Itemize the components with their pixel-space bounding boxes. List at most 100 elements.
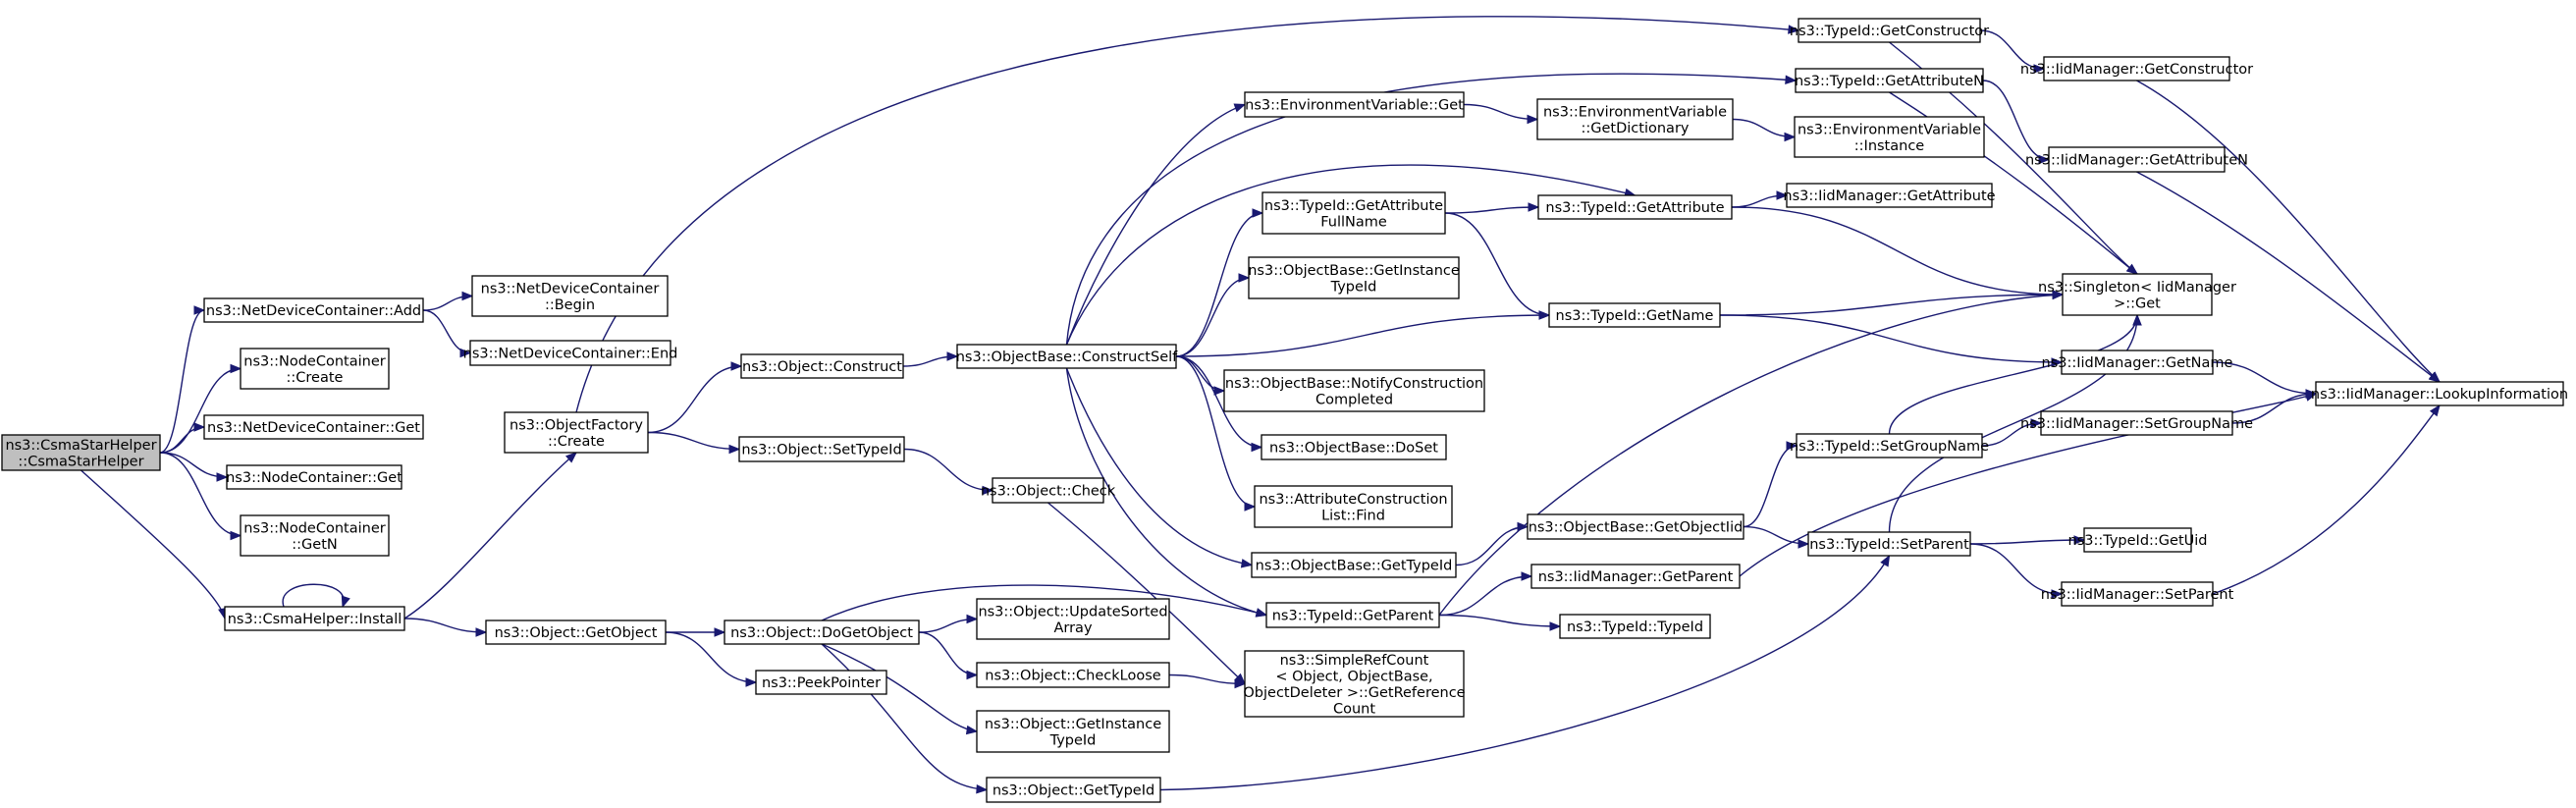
node-objectbase-gettypeid[interactable]: ns3::ObjectBase::GetTypeId (1251, 552, 1457, 578)
node-label: ns3::PeekPointer (762, 675, 881, 691)
edge-arrowhead (2073, 535, 2086, 545)
node-envvar-instance[interactable]: ns3::EnvironmentVariable::Instance (1794, 116, 1985, 158)
node-typeid-setgroupname[interactable]: ns3::TypeId::SetGroupName (1790, 433, 1989, 458)
edge-line (1444, 212, 1550, 316)
edge-arrowhead (1549, 621, 1562, 631)
edge-object-dogetobject-to-object-checkloose (918, 631, 979, 680)
node-iidmanager-getattributen[interactable]: ns3::IidManager::GetAttributeN (2025, 146, 2248, 173)
node-ndc-add[interactable]: ns3::NetDeviceContainer::Add (203, 297, 424, 323)
node-ndc-end[interactable]: ns3::NetDeviceContainer::End (463, 340, 678, 366)
node-object-dogetobject[interactable]: ns3::Object::DoGetObject (724, 619, 920, 645)
node-csmastarhelper[interactable]: ns3::CsmaStarHelper::CsmaStarHelper (1, 434, 161, 471)
node-ndc-begin[interactable]: ns3::NetDeviceContainer::Begin (471, 275, 669, 317)
node-envvar-get[interactable]: ns3::EnvironmentVariable::Get (1244, 91, 1465, 118)
edge-objectbase-constructself-to-objectbase-getinstancetypeid (1175, 273, 1251, 357)
node-object-construct[interactable]: ns3::Object::Construct (740, 353, 904, 379)
node-object-getobject[interactable]: ns3::Object::GetObject (485, 619, 667, 645)
node-iidmanager-setgroupname[interactable]: ns3::IidManager::SetGroupName (2020, 410, 2253, 436)
node-box (1559, 614, 1711, 639)
node-objectbase-notifyconstructioncompleted[interactable]: ns3::ObjectBase::NotifyConstructionCompl… (1223, 369, 1485, 412)
node-label: ns3::Object::CheckLoose (985, 669, 1160, 684)
node-iidmanager-getname[interactable]: ns3::IidManager::GetName (2042, 350, 2233, 375)
node-iidmanager-setparent[interactable]: ns3::IidManager::SetParent (2041, 581, 2234, 607)
node-peekpointer[interactable]: ns3::PeekPointer (755, 670, 887, 695)
node-typeid-getattribute[interactable]: ns3::TypeId::GetAttribute (1537, 194, 1733, 220)
node-box (1265, 602, 1440, 628)
node-typeid-getparent[interactable]: ns3::TypeId::GetParent (1265, 602, 1440, 628)
node-label: ns3::NetDeviceContainer::Add (206, 303, 421, 319)
edge-line (282, 583, 345, 608)
node-singleton-get[interactable]: ns3::Singleton< IidManager>::Get (2038, 273, 2236, 316)
edge-objectbase-constructself-to-typeid-getattributefullname (1175, 208, 1264, 357)
node-envvar-getdictionary[interactable]: ns3::EnvironmentVariable::GetDictionary (1536, 98, 1734, 140)
node-nodecontainer-create[interactable]: ns3::NodeContainer::Create (240, 348, 390, 390)
node-label: >::Get (2114, 296, 2161, 311)
node-label: ns3::TypeId::SetParent (1809, 537, 1969, 553)
node-typeid-getattributen[interactable]: ns3::TypeId::GetAttributeN (1795, 68, 1984, 93)
node-iidmanager-getparent[interactable]: ns3::IidManager::GetParent (1530, 564, 1741, 589)
node-label: ns3::IidManager::GetParent (1538, 569, 1734, 585)
node-label: ::GetN (292, 537, 337, 553)
edge-line (1969, 539, 2085, 545)
node-box (1548, 302, 1721, 328)
node-objectbase-getobjectiid[interactable]: ns3::ObjectBase::GetObjectIid (1527, 513, 1744, 540)
node-nodecontainer-get[interactable]: ns3::NodeContainer::Get (226, 464, 402, 490)
node-iidmanager-getattribute[interactable]: ns3::IidManager::GetAttribute (1783, 183, 1996, 208)
edge-arrowhead (475, 627, 488, 637)
node-object-checkloose[interactable]: ns3::Object::CheckLoose (976, 662, 1170, 688)
node-box (1254, 485, 1453, 528)
node-object-gettypeid[interactable]: ns3::Object::GetTypeId (986, 777, 1161, 803)
edge-line (821, 643, 978, 732)
node-label: ns3::CsmaHelper::Install (228, 612, 402, 627)
node-object-check[interactable]: ns3::Object::Check (981, 477, 1116, 504)
edge-arrowhead (1255, 608, 1268, 618)
node-typeid-getname[interactable]: ns3::TypeId::GetName (1548, 302, 1721, 328)
edge-arrowhead (230, 363, 242, 374)
node-label: ns3::IidManager::LookupInformation (2311, 387, 2568, 403)
edge-object-gettypeid-to-typeid-setparent (1159, 554, 1891, 791)
node-iidmanager-getconstructor[interactable]: ns3::IidManager::GetConstructor (2020, 56, 2253, 81)
node-csmahelper-install[interactable]: ns3::CsmaHelper::Install (224, 606, 405, 631)
edge-objectfactory-create-to-object-construct (647, 361, 743, 434)
node-object-settypeid[interactable]: ns3::Object::SetTypeId (738, 436, 905, 462)
node-typeid-setparent[interactable]: ns3::TypeId::SetParent (1807, 531, 1971, 557)
edge-arrowhead (1233, 103, 1247, 113)
node-box (1261, 191, 1446, 235)
node-nodecontainer-getn[interactable]: ns3::NodeContainer::GetN (240, 514, 390, 557)
edge-objectbase-constructself-to-typeid-getname (1175, 310, 1551, 357)
node-objectbase-constructself[interactable]: ns3::ObjectBase::ConstructSelf (956, 344, 1178, 369)
edge-csmahelper-install-to-object-getobject (403, 618, 488, 637)
edge-arrowhead (965, 725, 979, 735)
node-ndc-get[interactable]: ns3::NetDeviceContainer::Get (203, 414, 424, 440)
edge-arrowhead (2052, 290, 2065, 300)
edge-csmastarhelper-to-csmahelper-install (80, 469, 228, 620)
node-label: ns3::ObjectBase::ConstructSelf (956, 350, 1178, 365)
edge-arrowhead (461, 291, 474, 301)
node-box (1248, 256, 1460, 299)
node-label: ns3::Object::UpdateSorted (978, 604, 1167, 619)
node-objectfactory-create[interactable]: ns3::ObjectFactory::Create (504, 411, 649, 454)
node-typeid-getuid[interactable]: ns3::TypeId::GetUid (2068, 527, 2208, 553)
edge-arrowhead (2428, 371, 2442, 383)
node-label: ns3::IidManager::GetAttribute (1783, 189, 1995, 204)
node-typeid-getconstructor[interactable]: ns3::TypeId::GetConstructor (1790, 18, 1989, 43)
node-box (1244, 650, 1465, 718)
node-simplerefcount-getreferencecount[interactable]: ns3::SimpleRefCount< Object, ObjectBase,… (1243, 650, 1466, 718)
edge-arrowhead (1521, 571, 1533, 581)
node-label: ns3::ObjectBase::GetObjectIid (1529, 520, 1744, 536)
node-iidmanager-lookupinformation[interactable]: ns3::IidManager::LookupInformation (2311, 381, 2568, 406)
edge-line (665, 631, 757, 683)
node-objectbase-doset[interactable]: ns3::ObjectBase::DoSet (1261, 434, 1447, 460)
edge-arrowhead (1786, 441, 1798, 451)
node-label: ns3::ObjectBase::DoSet (1269, 441, 1438, 457)
node-typeid-typeid[interactable]: ns3::TypeId::TypeId (1559, 614, 1711, 639)
edge-object-dogetobject-to-object-updatesortedarray (918, 614, 979, 633)
node-box (1536, 98, 1734, 140)
edge-arrowhead (341, 595, 350, 609)
edge-line (575, 16, 1799, 413)
